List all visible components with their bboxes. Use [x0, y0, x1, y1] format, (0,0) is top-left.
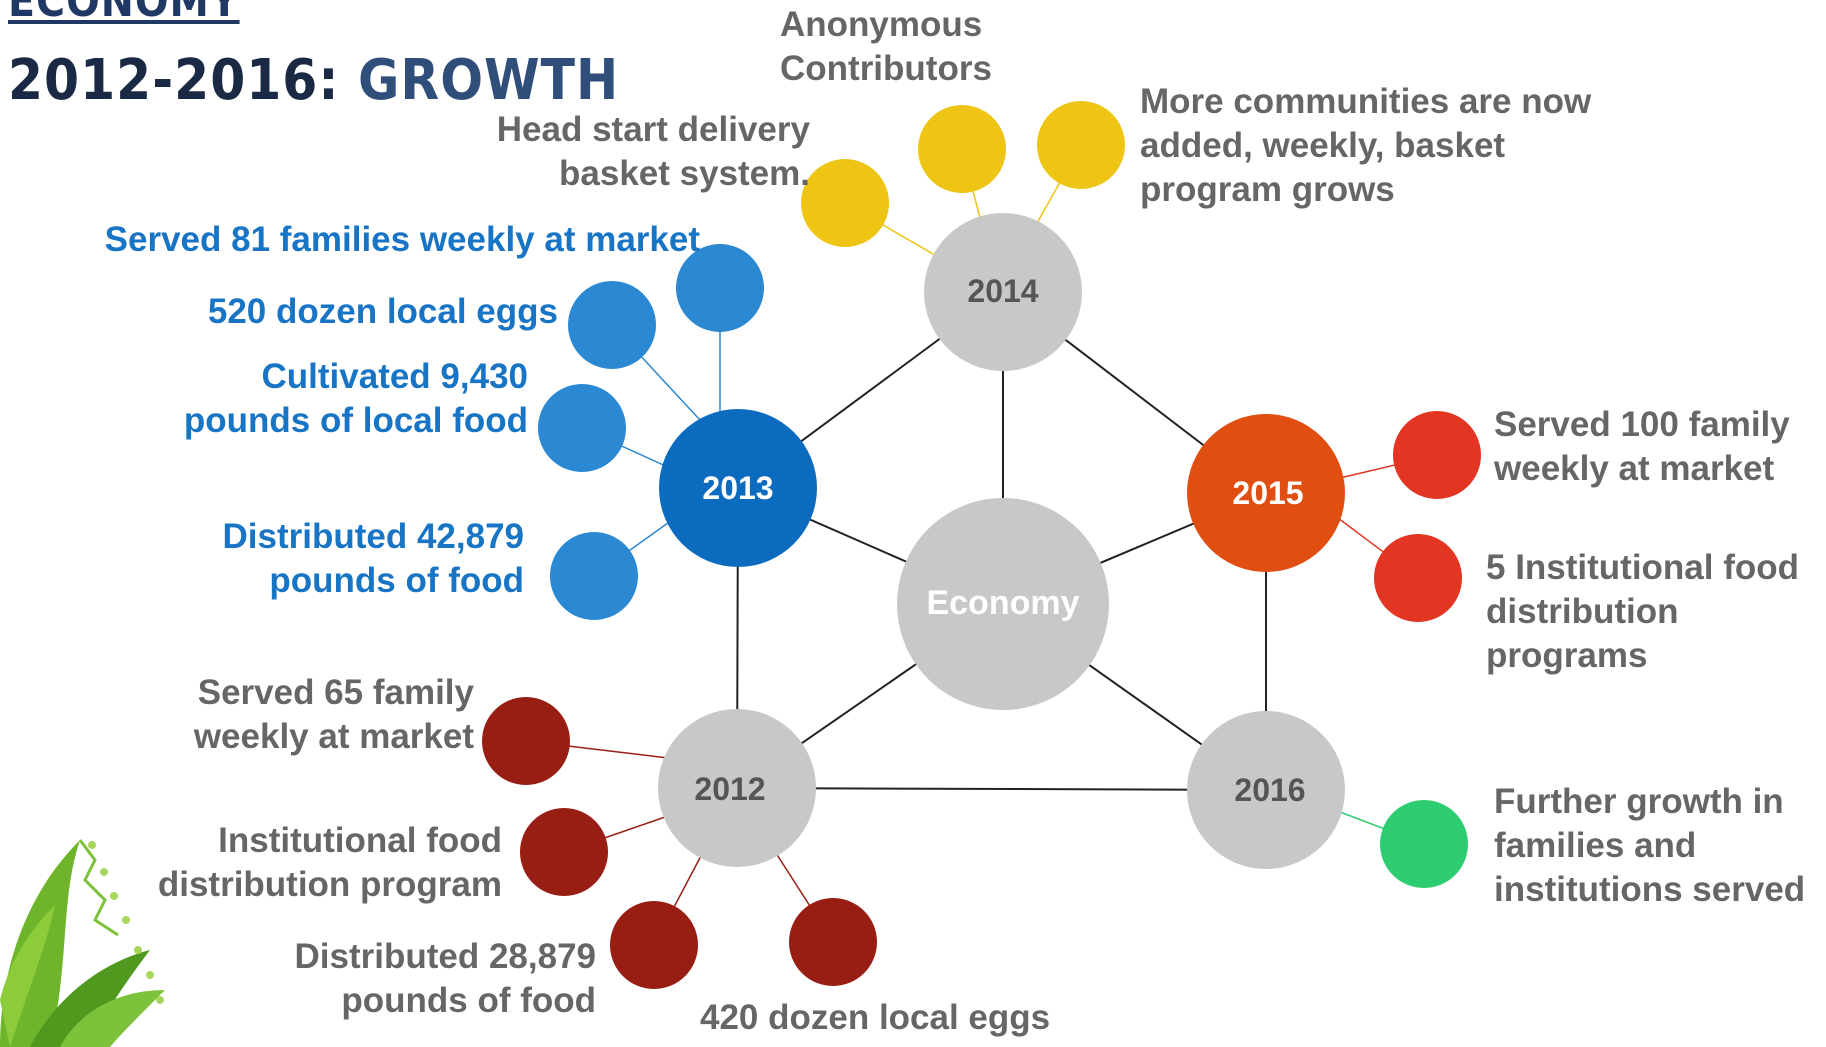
- year-node-2015: 2015: [1187, 414, 1345, 572]
- annotation-2012-distributed: Distributed 28,879 pounds of food: [294, 937, 597, 1020]
- year-node-2015-label: 2015: [1232, 475, 1303, 511]
- leaf-decoration-leaf-2: [30, 950, 150, 1047]
- year-node-2012-label: 2012: [694, 771, 765, 807]
- leaf-2015-families: [1393, 411, 1481, 499]
- annotation-2013-distributed: Distributed 42,879 pounds of food: [222, 517, 525, 600]
- year-node-2014-circle: [924, 213, 1082, 371]
- annotation-2014-head-start: Head start delivery basket system.: [496, 110, 810, 193]
- annotation-2013-eggs: 520 dozen local eggs: [207, 292, 558, 331]
- year-node-2013: 2013: [659, 409, 817, 567]
- year-node-2013-label: 2013: [702, 470, 773, 506]
- annotation-2012-institutional: Institutional food distribution program: [157, 821, 502, 904]
- leaf-decoration-small-leaflets: [88, 841, 164, 1004]
- leaf-2015-institutional: [1374, 534, 1462, 622]
- annotation-2012-eggs: 420 dozen local eggs: [700, 998, 1051, 1037]
- year-node-2013-circle: [659, 409, 817, 567]
- annotation-2015-institutional: 5 Institutional food distribution progra…: [1486, 548, 1800, 675]
- annotation-2013-cultivated: Cultivated 9,430 pounds of local food: [183, 357, 528, 440]
- title-year-range: 2012-2016:: [8, 48, 340, 113]
- leaf-2014-head-start: [801, 159, 889, 247]
- center-node-circle: [897, 498, 1109, 710]
- leaf-2013-families: [676, 244, 764, 332]
- year-node-2012-circle: [658, 709, 816, 867]
- year-node-2012: 2012: [658, 709, 816, 867]
- leaf-2012-eggs: [789, 898, 877, 986]
- leaf-2013-eggs: [568, 281, 656, 369]
- year-node-2014-label: 2014: [967, 273, 1038, 309]
- leaf-2016-growth: [1380, 800, 1468, 888]
- leaf-circles: [482, 101, 1481, 989]
- leaf-2012-families: [482, 697, 570, 785]
- center-node: Economy: [897, 498, 1109, 710]
- annotation-2012-families: Served 65 family weekly at market: [193, 673, 474, 756]
- center-node-label: Economy: [926, 584, 1079, 622]
- edge-2016-2012: [736, 787, 1267, 791]
- page-title: 2012-2016: GROWTH: [8, 50, 619, 112]
- year-node-2014: 2014: [924, 213, 1082, 371]
- annotation-2014-anonymous: Anonymous Contributors: [780, 5, 992, 88]
- leaf-2012-distributed: [610, 901, 698, 989]
- year-node-2015-circle: [1187, 414, 1345, 572]
- year-node-2016-circle: [1187, 711, 1345, 869]
- leaf-decoration-leaf-4: [60, 990, 165, 1047]
- annotation-2016-growth: Further growth in families and instituti…: [1494, 782, 1806, 909]
- annotation-2015-families: Served 100 family weekly at market: [1494, 405, 1790, 488]
- leaf-2012-institutional: [520, 808, 608, 896]
- leaf-decoration-fern: [78, 839, 119, 937]
- leaf-decoration: [0, 839, 165, 1047]
- leaf-2014-anonymous: [918, 105, 1006, 193]
- section-title: ECONOMY: [8, 0, 240, 27]
- year-node-2016-label: 2016: [1234, 772, 1305, 808]
- leaf-decoration-leaf-3: [0, 905, 55, 1047]
- leaf-2013-distributed: [550, 532, 638, 620]
- annotation-2014-communities: More communities are now added, weekly, …: [1140, 82, 1592, 209]
- leaf-2013-cultivated: [538, 384, 626, 472]
- title-theme: GROWTH: [358, 48, 620, 113]
- year-node-2016: 2016: [1187, 711, 1345, 869]
- annotation-2013-families: Served 81 families weekly at market: [104, 220, 700, 259]
- leaf-2014-communities: [1037, 101, 1125, 189]
